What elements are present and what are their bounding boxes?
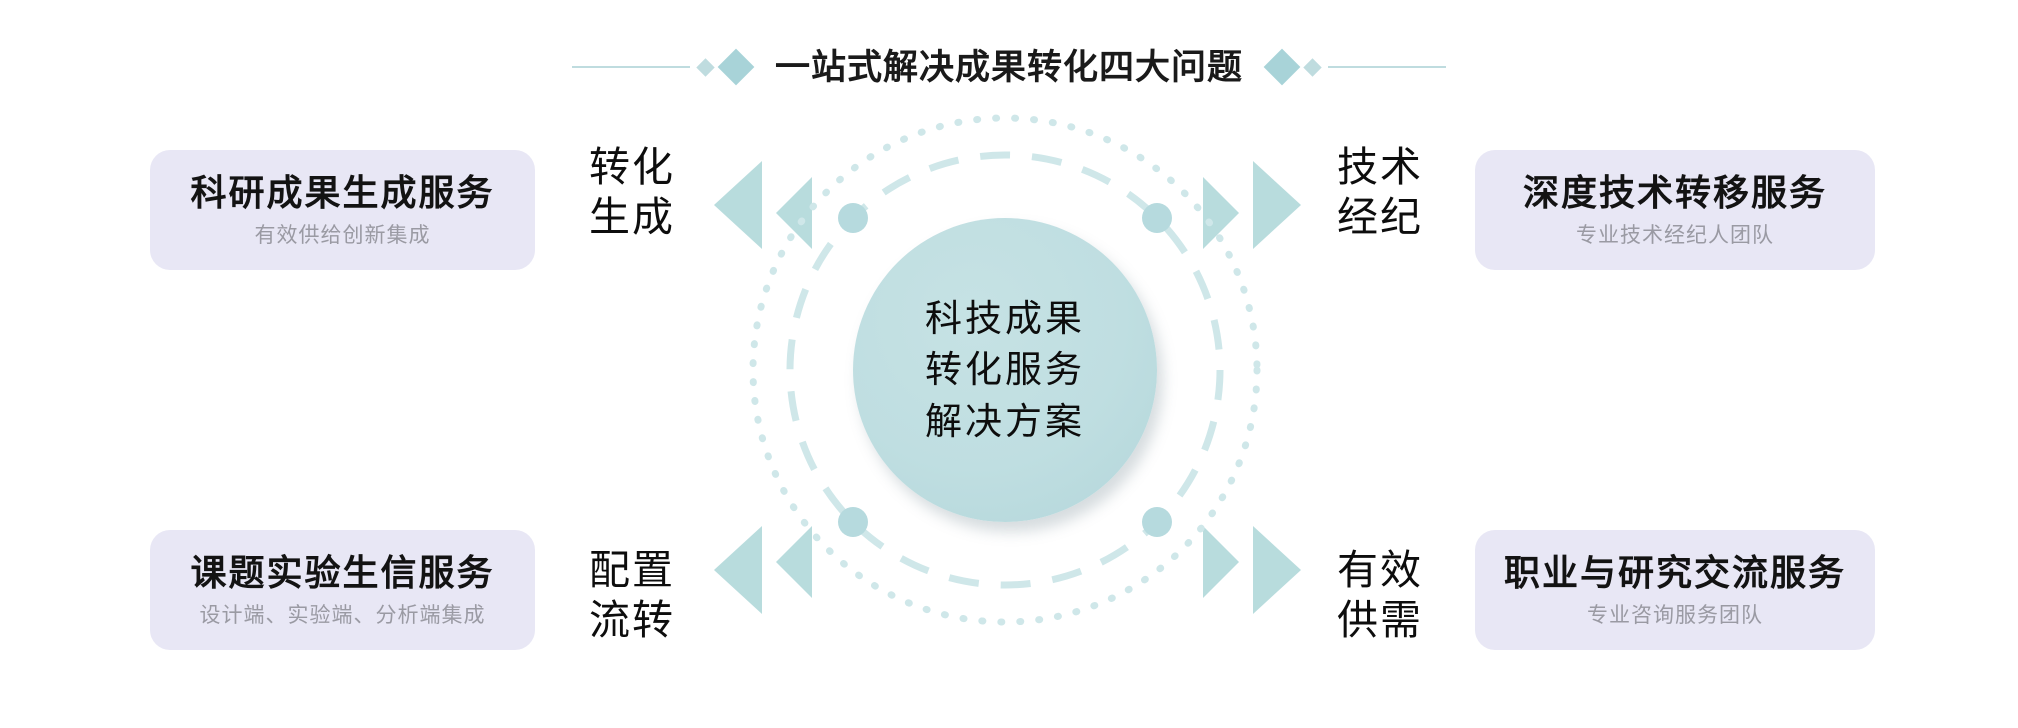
card-bottom-left[interactable]: 课题实验生信服务 设计端、实验端、分析端集成 (150, 530, 535, 650)
card-top-left[interactable]: 科研成果生成服务 有效供给创新集成 (150, 150, 535, 270)
double-chevron-right-icon-top (1195, 155, 1315, 255)
diamond-small-icon-right (1303, 57, 1322, 77)
card-title: 科研成果生成服务 (190, 171, 495, 213)
card-subtitle: 有效供给创新集成 (254, 224, 431, 248)
orbit-dot-top-left (838, 203, 868, 233)
double-chevron-left-icon-top (700, 155, 820, 255)
core-label: 科技成果 转化服务 解决方案 (925, 298, 1085, 442)
card-subtitle: 专业咨询服务团队 (1587, 604, 1763, 628)
stage-label-top-right: 技术 经纪 (1337, 144, 1423, 241)
orbit-dot-bottom-right (1142, 507, 1172, 537)
orbit-dot-top-right (1142, 203, 1172, 233)
inner-dashed-ring (786, 151, 1224, 589)
card-top-right[interactable]: 深度技术转移服务 专业技术经纪人团队 (1475, 150, 1875, 270)
card-title: 课题实验生信服务 (190, 551, 495, 593)
card-subtitle: 设计端、实验端、分析端集成 (199, 604, 486, 628)
center-assembly: 科技成果 转化服务 解决方案 (740, 105, 1270, 635)
diamond-small-icon-left (696, 57, 715, 77)
diamond-large-icon-right (1263, 48, 1301, 86)
orbit-rings (749, 114, 1261, 626)
orbit-dot-bottom-left (838, 507, 868, 537)
double-chevron-right-icon-bottom (1195, 520, 1315, 620)
card-title: 职业与研究交流服务 (1503, 551, 1846, 593)
page-title: 一站式解决成果转化四大问题 (774, 47, 1243, 87)
stage-label-bottom-right: 有效 供需 (1337, 547, 1423, 644)
card-bottom-right[interactable]: 职业与研究交流服务 专业咨询服务团队 (1475, 530, 1875, 650)
core-circle[interactable]: 科技成果 转化服务 解决方案 (853, 218, 1157, 522)
diamond-large-icon-left (717, 48, 755, 86)
title-rule-left (571, 66, 690, 68)
title-rule-right (1328, 66, 1446, 68)
double-chevron-left-icon-bottom (700, 520, 820, 620)
diagram-title-bar: 一站式解决成果转化四大问题 (0, 38, 2018, 96)
outer-dotted-ring (749, 114, 1261, 626)
stage-label-bottom-left: 配置 流转 (589, 547, 675, 644)
card-subtitle: 专业技术经纪人团队 (1576, 224, 1774, 248)
card-title: 深度技术转移服务 (1522, 171, 1827, 213)
stage-label-top-left: 转化 生成 (589, 144, 675, 241)
